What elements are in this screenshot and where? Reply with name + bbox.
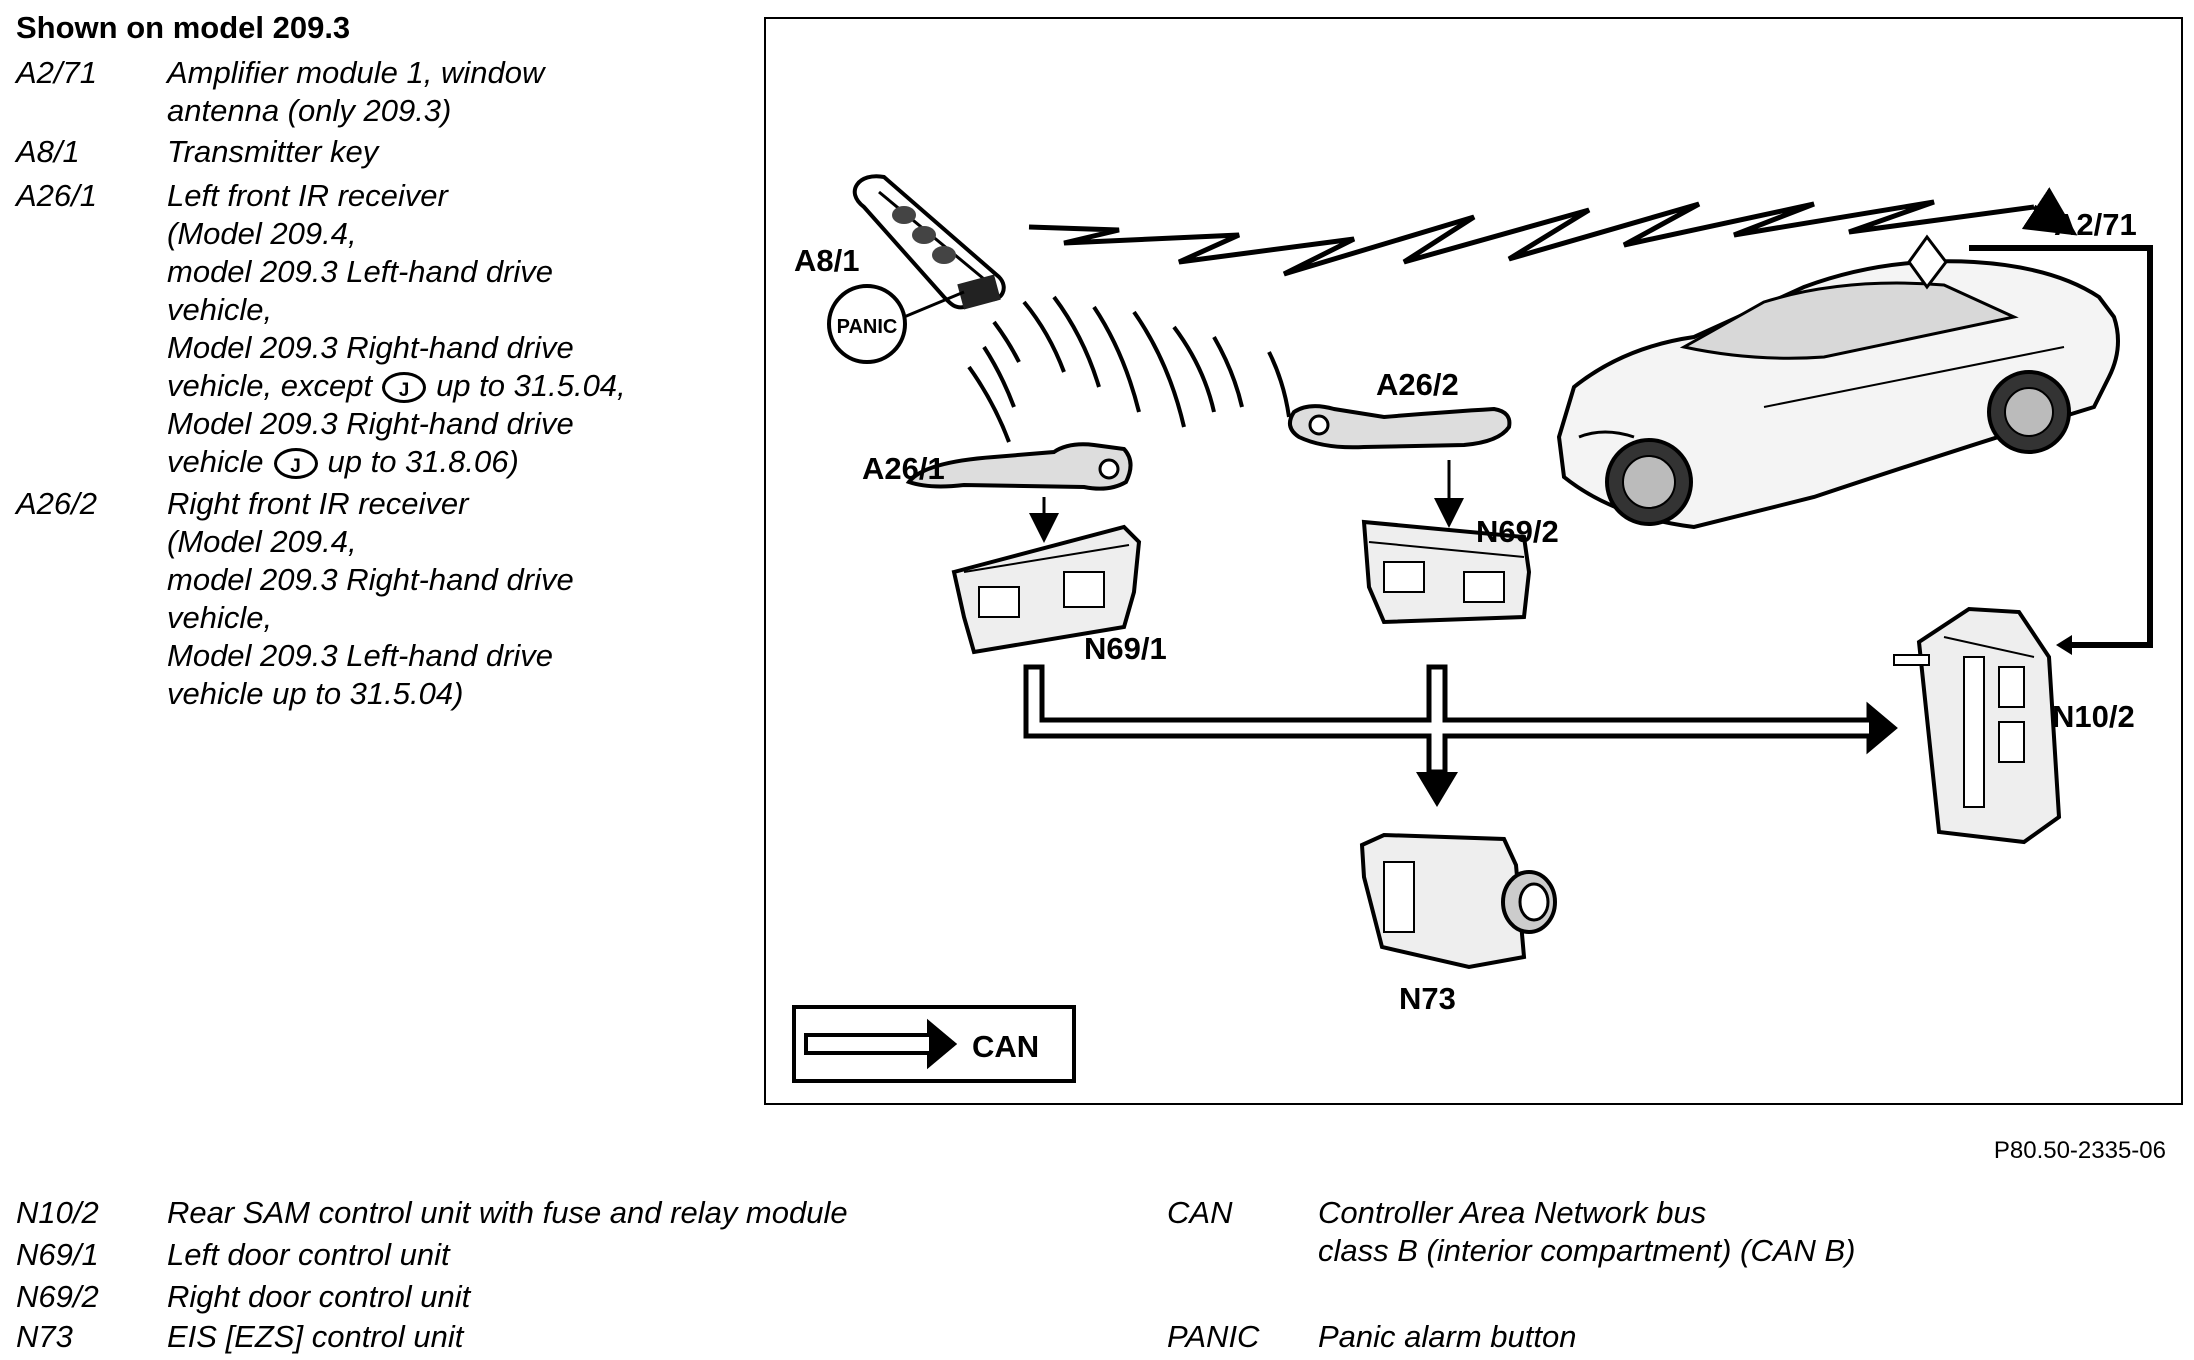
signal-arrow-icon: [2021, 187, 2078, 236]
legend-desc-line: Model 209.3 Left-hand drive: [167, 638, 554, 673]
j-symbol-icon: J: [382, 372, 427, 404]
legend-desc-text: vehicle, except: [167, 368, 373, 403]
legend-desc-line: vehicle,: [167, 600, 273, 635]
legend-desc-line: Right front IR receiver: [167, 486, 469, 521]
label-a26-2: A26/2: [1376, 367, 1459, 402]
can-to-n10-arrow-icon: [1869, 705, 1897, 751]
legend-code: A26/2: [16, 486, 98, 521]
ir-signal-arcs-icon: [967, 295, 1291, 443]
can-legend-box: CAN: [792, 1005, 1076, 1083]
legend-code: A26/1: [16, 178, 98, 213]
rear-sam-control-unit-icon: [1893, 606, 2062, 845]
legend-desc-line: model 209.3 Right-hand drive: [167, 562, 574, 597]
legend-desc-line: vehicle up to 31.5.04): [167, 676, 464, 711]
panic-leader-line: [903, 290, 965, 319]
page-heading: Shown on model 209.3: [16, 10, 351, 45]
diagram-frame: [764, 17, 2183, 1105]
legend-code: A2/71: [16, 55, 98, 90]
legend-desc-text: vehicle: [167, 444, 264, 479]
legend-desc-line: Left front IR receiver: [167, 178, 448, 213]
left-door-handle-icon: [905, 442, 1133, 491]
radio-signal-zigzag: [1028, 199, 2035, 277]
legend-code: A8/1: [16, 134, 80, 169]
right-door-handle-icon: [1288, 404, 1512, 450]
label-a26-1: A26/1: [862, 451, 945, 486]
legend-code: N69/2: [16, 1279, 99, 1314]
antenna-arrow-icon: [2056, 635, 2072, 655]
left-door-control-unit-icon: [951, 524, 1142, 655]
legend-desc-line: (Model 209.4,: [167, 524, 357, 559]
legend-desc-line: Right door control unit: [167, 1279, 471, 1314]
system-diagram: PANIC A8/1 A2/71 A26/1: [792, 174, 2153, 1083]
legend-desc-line: Amplifier module 1, window: [167, 55, 545, 90]
antenna-connection-line: [1969, 245, 2153, 648]
legend-desc-line: antenna (only 209.3): [167, 93, 452, 128]
legend-desc-text: up to 31.8.06): [327, 444, 519, 479]
legend-desc-line: class B (interior compartment) (CAN B): [1318, 1233, 1856, 1268]
can-legend-label: CAN: [972, 1029, 1039, 1064]
legend-desc-line: Transmitter key: [167, 134, 379, 169]
label-a8-1: A8/1: [794, 243, 859, 278]
label-n73: N73: [1399, 981, 1456, 1016]
legend-desc-line: Rear SAM control unit with fuse and rela…: [167, 1195, 848, 1230]
legend-desc-line: Model 209.3 Right-hand drive: [167, 406, 574, 441]
transmitter-key-icon: [852, 174, 1006, 310]
right-door-control-unit-icon: [1361, 519, 1532, 625]
j-symbol-icon: J: [273, 448, 318, 480]
document-reference: P80.50-2335-06: [1993, 1137, 2166, 1164]
label-n69-1: N69/1: [1084, 631, 1167, 666]
panic-button-icon: [827, 284, 907, 364]
window-antenna-icon: [1907, 234, 1948, 290]
legend-code: PANIC: [1167, 1319, 1260, 1354]
label-n10-2: N10/2: [2052, 699, 2135, 734]
legend-desc-line: vehicle,: [167, 292, 273, 327]
legend-desc-line: Panic alarm button: [1318, 1319, 1577, 1354]
legend-code: CAN: [1167, 1195, 1233, 1230]
legend-code: N10/2: [16, 1195, 99, 1230]
can-bus-lines: [1023, 664, 1898, 775]
legend-desc-text: up to 31.5.04,: [436, 368, 626, 403]
legend-desc-line: EIS [EZS] control unit: [167, 1319, 464, 1354]
panic-label: PANIC: [837, 316, 898, 338]
legend-code: N69/1: [16, 1237, 99, 1272]
label-n69-2: N69/2: [1476, 514, 1559, 549]
legend-code: N73: [16, 1319, 73, 1354]
label-a2-71: A2/71: [2054, 207, 2137, 242]
legend-desc-line: (Model 209.4,: [167, 216, 357, 251]
eis-control-unit-icon: [1359, 832, 1557, 970]
legend-desc-line: Left door control unit: [167, 1237, 450, 1272]
legend-desc-line: model 209.3 Left-hand drive: [167, 254, 554, 289]
legend-desc-line: Model 209.3 Right-hand drive: [167, 330, 574, 365]
vehicle-icon: [1556, 234, 2120, 530]
legend-desc-line: Controller Area Network bus: [1318, 1195, 1707, 1230]
can-to-n73-arrow-icon: [1416, 772, 1458, 807]
